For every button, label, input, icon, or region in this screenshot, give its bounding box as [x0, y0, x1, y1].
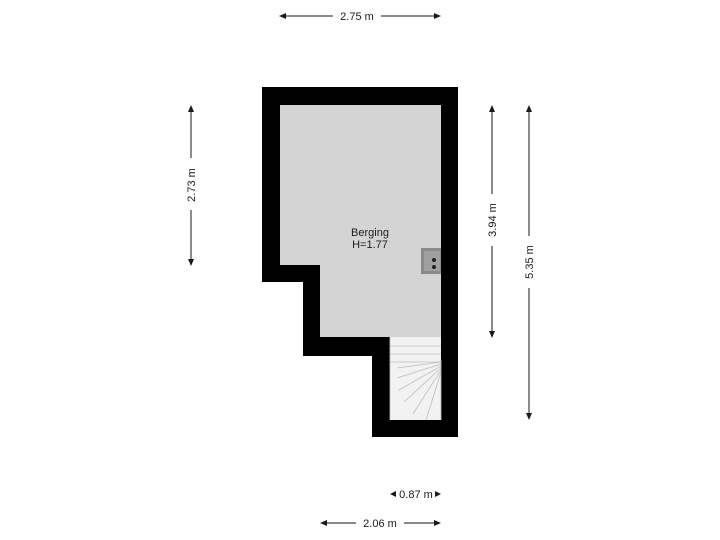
- dimension-left-height-label: 2.73 m: [186, 168, 198, 202]
- dimension-top-width-label: 2.75 m: [340, 11, 374, 23]
- stair-area: [390, 337, 441, 420]
- staircase: [389, 337, 442, 421]
- dimension-left-height: 2.73 m: [186, 105, 198, 266]
- appliance-icon: [421, 248, 441, 274]
- dimension-right-inner-height-label: 3.94 m: [487, 203, 499, 237]
- dimension-right-total-height: 5.35 m: [524, 105, 536, 420]
- dimension-bottom-total-width-label: 2.06 m: [363, 518, 397, 530]
- dimension-right-inner-height: 3.94 m: [487, 105, 499, 338]
- dimension-bottom-stair-width-label: 0.87 m: [399, 489, 433, 501]
- dimension-top-width: 2.75 m: [279, 11, 441, 23]
- dimension-right-total-height-label: 5.35 m: [524, 245, 536, 279]
- dimension-bottom-stair-width: 0.87 m: [390, 489, 441, 501]
- dimension-bottom-total-width: 2.06 m: [320, 518, 441, 530]
- room-name: Berging: [351, 227, 389, 239]
- room-floor: [280, 105, 441, 337]
- room-height: H=1.77: [352, 239, 388, 251]
